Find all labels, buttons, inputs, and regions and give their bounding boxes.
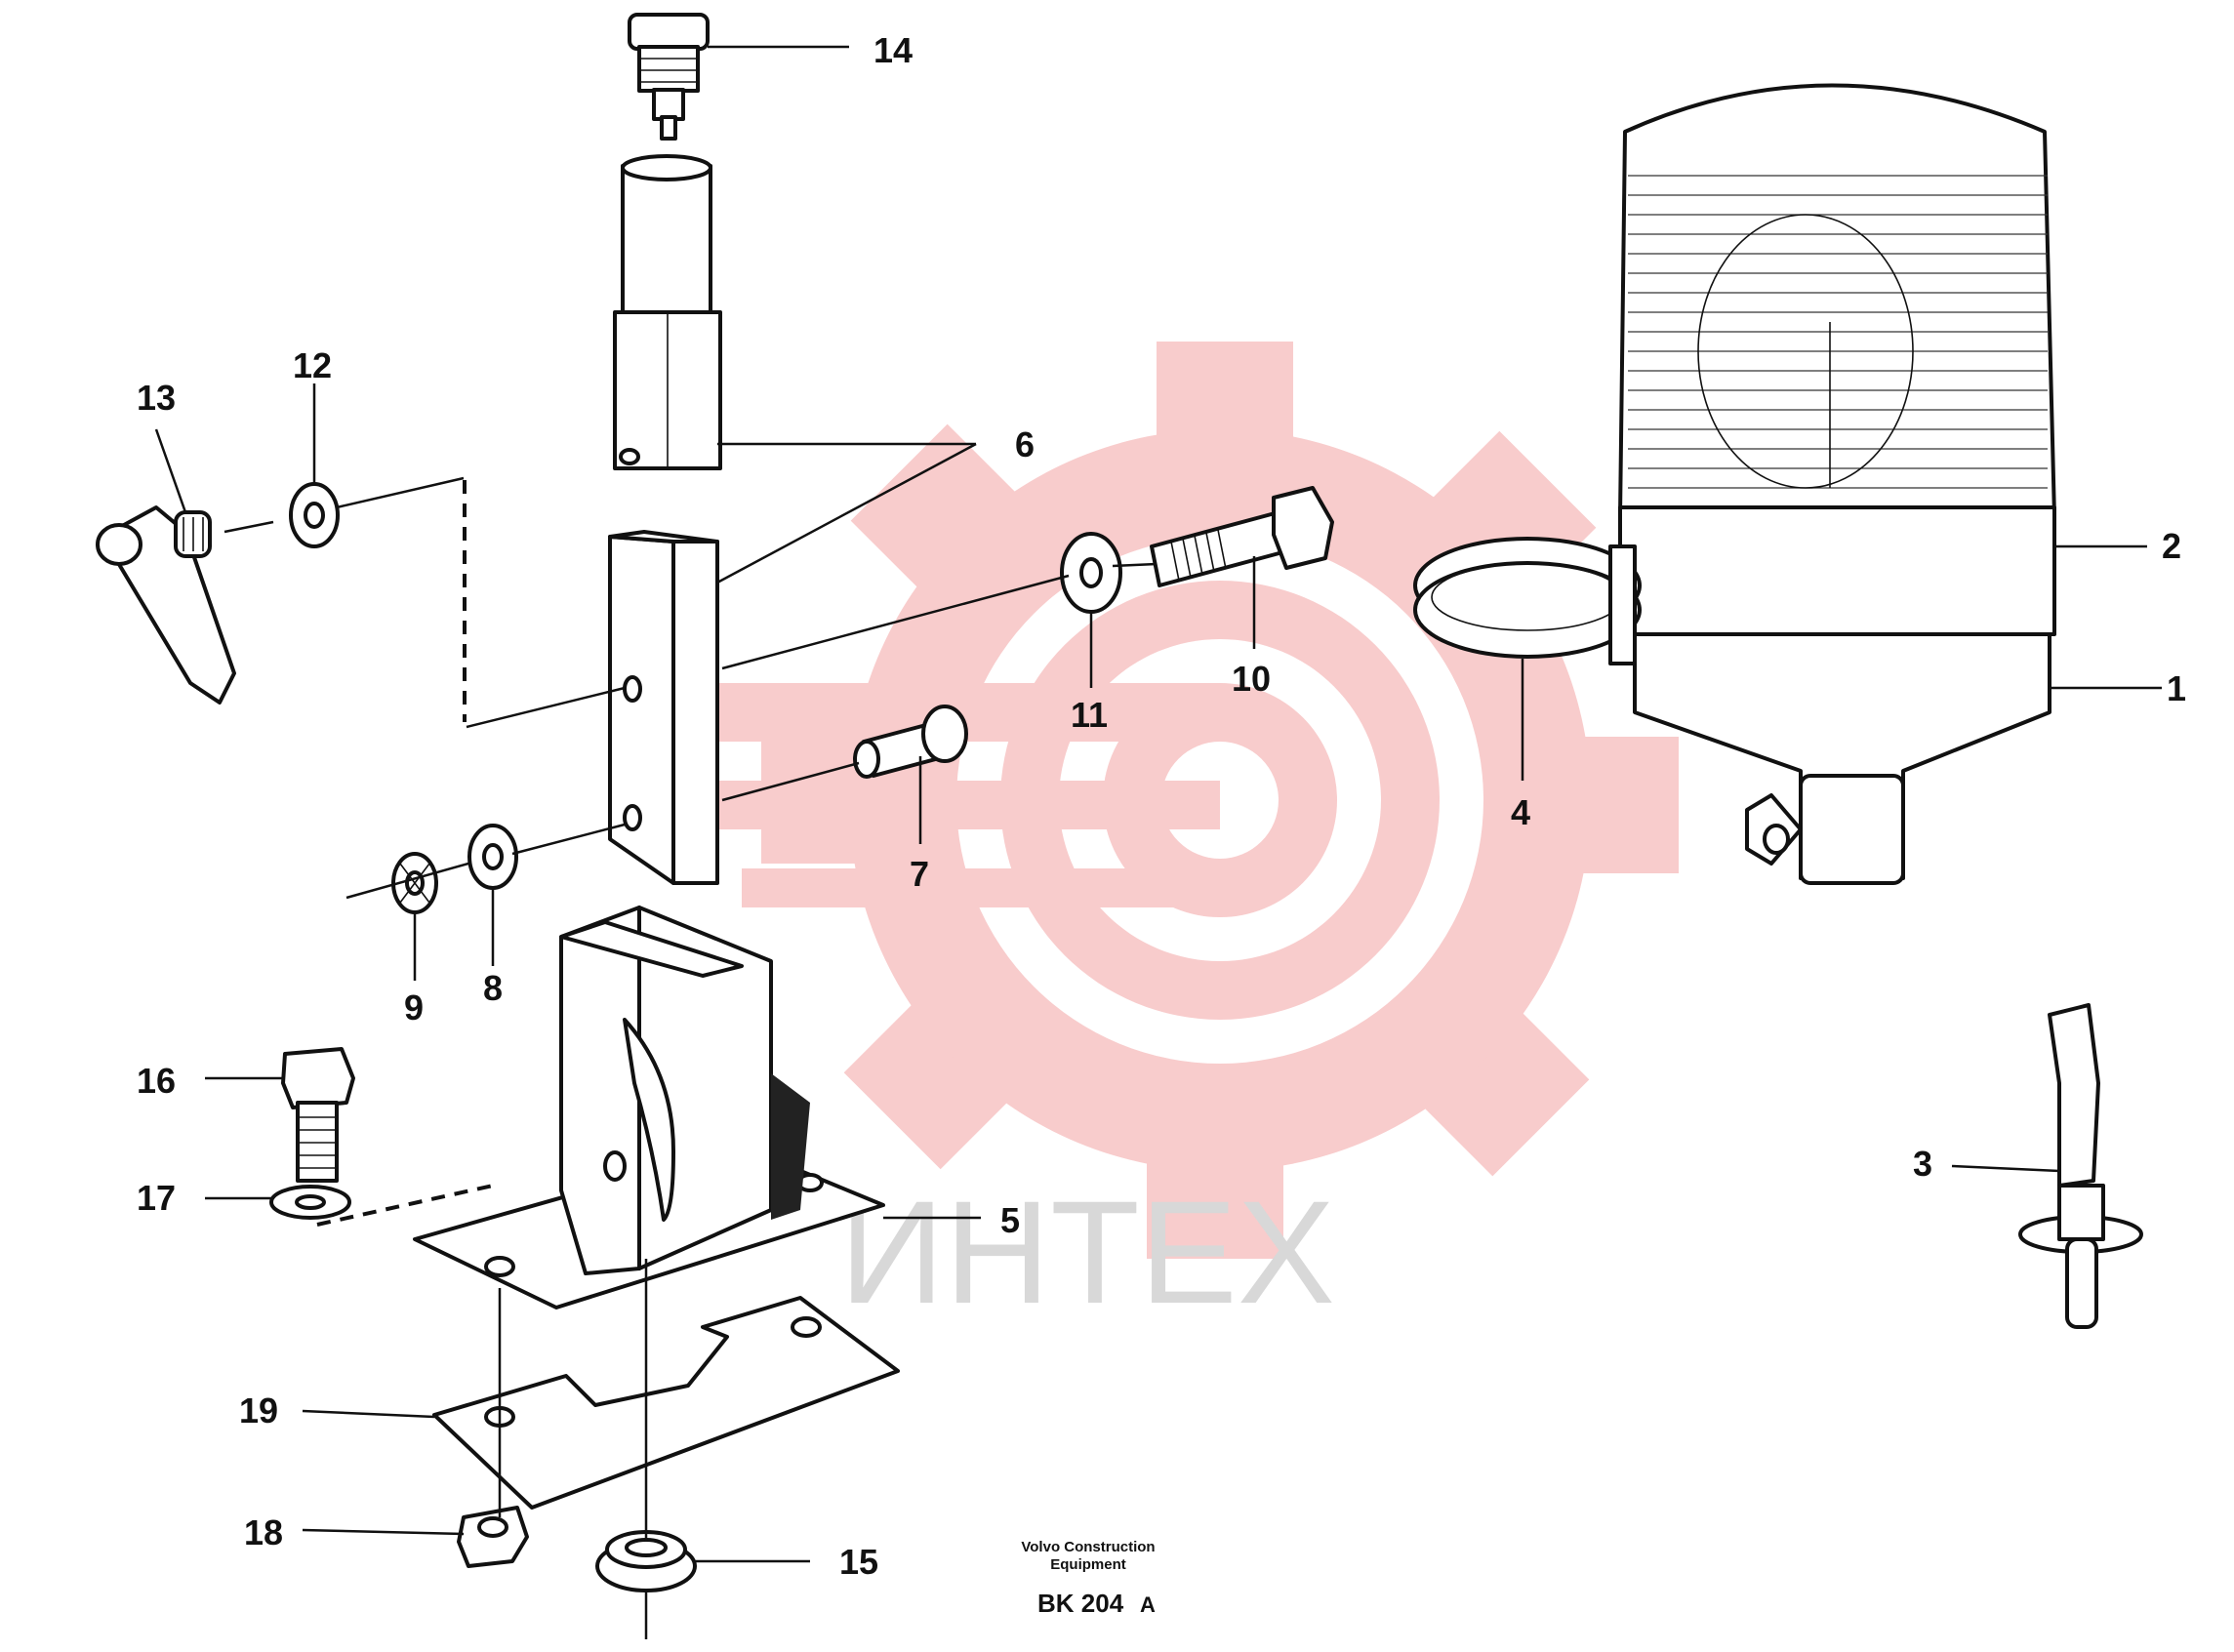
part-3-connector	[2018, 1003, 2143, 1329]
leader-18	[302, 1528, 465, 1536]
part-6-bracket-bar	[608, 530, 719, 885]
part-8-washer	[467, 824, 518, 890]
part-2-beacon-lens	[1618, 83, 2056, 636]
part-19-plate	[432, 1296, 900, 1510]
part-16-bolt	[281, 1047, 355, 1183]
leader-13-shaft	[223, 520, 274, 534]
part-4-clamp-ring	[1413, 537, 1642, 665]
leader-8-shaft	[511, 823, 626, 856]
watermark-text: ИНТЕХ	[839, 1170, 1335, 1334]
part-6-upper-tube	[613, 154, 722, 470]
callout-5: 5	[1000, 1200, 1020, 1240]
watermark-gear-icon	[673, 342, 1679, 1259]
part-1-beacon-base	[1633, 632, 2051, 885]
footer-company-line1: Volvo Construction	[1021, 1539, 1155, 1555]
callout-17: 17	[137, 1178, 176, 1218]
callout-16: 16	[137, 1061, 176, 1101]
callout-4: 4	[1511, 792, 1530, 832]
leader-7-shaft	[721, 761, 860, 802]
callout-2: 2	[2162, 526, 2181, 566]
leader-12-shaft	[336, 476, 465, 509]
part-5-mounting-bracket	[413, 906, 885, 1310]
part-7-pin	[853, 705, 968, 779]
part-17-lock-washer	[269, 1185, 351, 1220]
callout-12: 12	[293, 345, 332, 385]
callout-11: 11	[1071, 695, 1108, 735]
part-11-washer	[1060, 532, 1122, 614]
footer: Volvo Construction Equipment BK 204 A	[1021, 1539, 1156, 1618]
callout-3: 3	[1913, 1144, 1932, 1184]
part-13-clamp-lever	[96, 505, 236, 705]
callout-13: 13	[137, 378, 176, 418]
footer-company-line2: Equipment	[1050, 1556, 1126, 1573]
callout-6: 6	[1015, 424, 1035, 464]
part-12-washer	[289, 482, 340, 548]
leader-6b	[716, 442, 977, 584]
callout-14: 14	[873, 30, 913, 70]
leader-10-shaft	[1112, 562, 1158, 568]
callout-labels: 14 6 13 12 11 10 7 8 9 16 17 5 19 18 15 …	[137, 30, 2186, 1582]
leader-lines	[154, 45, 2162, 1639]
dash-17	[316, 1184, 494, 1227]
leader-9-shaft	[345, 862, 469, 900]
callout-9: 9	[404, 987, 424, 1027]
leader-13-bar	[466, 686, 626, 729]
callout-18: 18	[244, 1512, 283, 1552]
footer-code: BK 204	[1037, 1589, 1124, 1618]
callout-7: 7	[910, 854, 929, 894]
leader-13	[154, 428, 187, 513]
part-18-nut	[457, 1506, 529, 1568]
callout-19: 19	[239, 1390, 278, 1430]
leader-19	[302, 1409, 435, 1419]
leader-3	[1951, 1164, 2060, 1173]
callout-1: 1	[2167, 668, 2186, 708]
callout-8: 8	[483, 968, 503, 1008]
leader-11-shaft	[721, 574, 1070, 670]
footer-code-suffix: A	[1140, 1592, 1156, 1617]
callout-10: 10	[1232, 659, 1271, 699]
part-10-bolt	[1150, 486, 1334, 587]
part-14-plug-fitting	[628, 13, 710, 141]
callout-15: 15	[839, 1542, 878, 1582]
